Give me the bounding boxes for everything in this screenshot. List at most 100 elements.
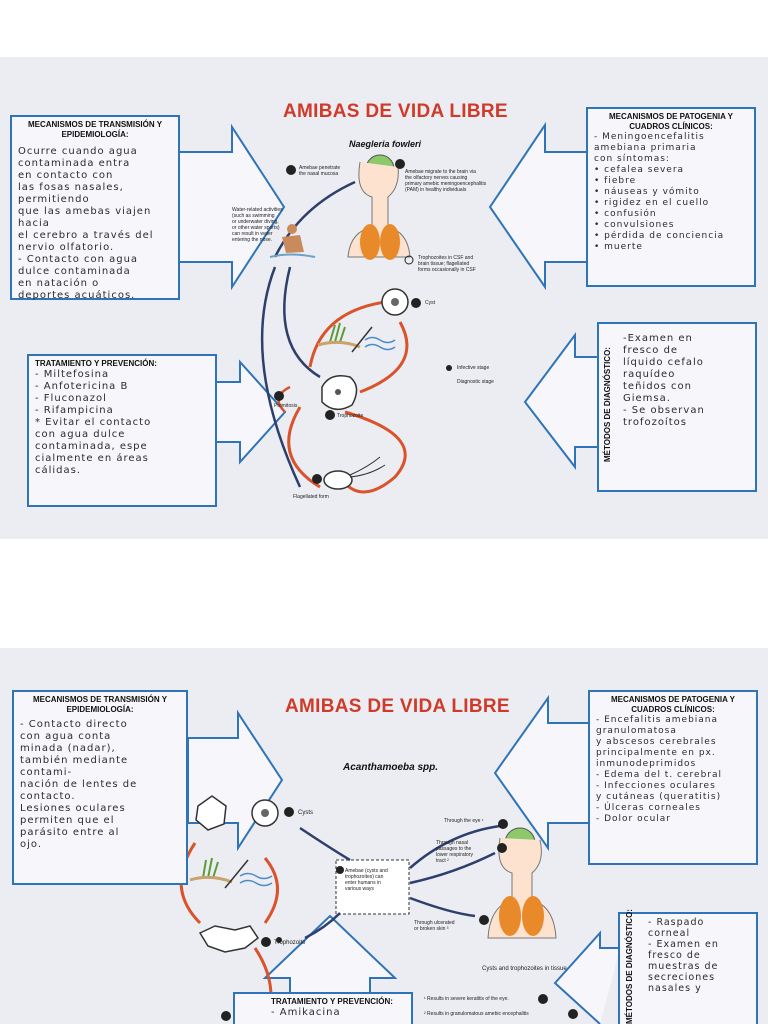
- diagnosis-box: -Examen en fresco de líquido cefalo raqu…: [597, 322, 757, 492]
- biohazard-icon: [446, 365, 452, 371]
- plant-icon: [202, 857, 219, 879]
- page2-diagram: [179, 694, 620, 1024]
- badge-8: [538, 994, 548, 1004]
- flagellated-form-label: Flagellated form: [293, 494, 329, 500]
- water-icon: [364, 336, 396, 351]
- right-lung-icon: [522, 896, 544, 936]
- trophozoite-label: Trophozoite: [274, 940, 306, 946]
- pathogenesis-text: - Meningoencefalitis amebiana primaria c…: [594, 132, 725, 252]
- nasal-arrow: [273, 180, 356, 258]
- cyst-to-human-arrow: [299, 826, 351, 862]
- diagnostic-stage-icon: [404, 255, 414, 265]
- badge-4: [274, 391, 284, 401]
- transmission-text: Ocurre cuando agua contaminada entra en …: [18, 146, 154, 301]
- cycle-arrow-top: [308, 300, 386, 368]
- diagnosis-arrow: [523, 331, 601, 470]
- treatment-heading: TRATAMIENTO Y PREVENCIÓN:: [35, 359, 157, 368]
- badge-3: [312, 474, 322, 484]
- left-box-arrow: [187, 709, 284, 852]
- diagnosis-box: - Raspado corneal - Examen en fresco de …: [618, 912, 758, 1024]
- cycle-arrow-right: [359, 321, 409, 394]
- nasal-arrow: [409, 851, 496, 885]
- page-acanthamoeba: AMIBAS DE VIDA LIBRE Acanthamoeba spp. M…: [0, 648, 768, 1024]
- cyst-icon-1: [195, 795, 227, 831]
- flagellated-form-icon: [323, 470, 353, 490]
- treatment-text: - Amikacina: [271, 1007, 341, 1018]
- eye-arrow: [409, 824, 501, 869]
- swimmer-icon: [287, 224, 297, 234]
- treatment-heading: TRATAMIENTO Y PREVENCIÓN:: [271, 997, 393, 1006]
- treatment-box: TRATAMIENTO Y PREVENCIÓN: - Amikacina: [233, 992, 413, 1024]
- page-title: AMIBAS DE VIDA LIBRE: [283, 101, 508, 122]
- transmission-heading: MECANISMOS DE TRANSMISIÓN Y EPIDEMIOLOGÍ…: [32, 695, 168, 714]
- right-box-arrow: [493, 694, 591, 852]
- treatment-text: - Miltefosina - Anfotericina B - Flucona…: [35, 369, 152, 476]
- diagnosis-text: -Examen en fresco de líquido cefalo raqu…: [623, 333, 705, 428]
- result-keratitis: ¹ Results in severe keratitis of the eye…: [424, 996, 509, 1002]
- badge-5: [286, 165, 296, 175]
- trophozoites-csf-text: Trophozoites in CSF and brain tissue; fl…: [418, 255, 476, 273]
- species-name: Naegleria fowleri: [349, 139, 422, 149]
- badge-7: [479, 915, 489, 925]
- cycle-arrow-bottom: [338, 410, 407, 494]
- left-lung-icon: [360, 224, 380, 260]
- pathogenesis-box: MECANISMOS DE PATOGENIA Y CUADROS CLÍNIC…: [586, 107, 756, 287]
- left-box-arrow: [177, 123, 286, 291]
- cyst-label: Cyst: [425, 300, 435, 306]
- page-title: AMIBAS DE VIDA LIBRE: [285, 696, 510, 717]
- diagnosis-heading: MÉTODOS DE DIAGNÓSTICO:: [603, 347, 612, 462]
- step5-text: Amebae penetrate the nasal mucosa: [299, 165, 341, 177]
- page-naegleria: AMIBAS DE VIDA LIBRE Naegleria fowleri M…: [0, 57, 768, 539]
- diagnostic-stage-label: Diagnostic stage: [457, 379, 494, 385]
- pathogenesis-box: MECANISMOS DE PATOGENIA Y CUADROS CLÍNIC…: [588, 690, 758, 865]
- pathogenesis-heading: MECANISMOS DE PATOGENIA Y CUADROS CLÍNIC…: [610, 695, 735, 714]
- badge-3: [221, 1011, 231, 1021]
- skin-arrow: [409, 896, 476, 918]
- plant-icon: [329, 322, 346, 343]
- biohazard-icon: [276, 937, 282, 943]
- return-arrow-2: [283, 266, 321, 379]
- cycle-arrow-left: [287, 406, 321, 489]
- through-nasal-label: Through nasal passages to the lower resp…: [436, 840, 473, 864]
- left-lung-icon: [499, 896, 521, 936]
- pathogenesis-heading: MECANISMOS DE PATOGENIA Y CUADROS CLÍNIC…: [608, 112, 733, 131]
- through-skin-label: Through ulcerated or broken skin ³: [414, 920, 455, 932]
- right-box-arrow: [488, 121, 591, 291]
- badge-6: [395, 159, 405, 169]
- transmission-text: - Contacto directo con agua conta minada…: [20, 719, 138, 850]
- pathogenesis-text: - Encefalitis amebiana granulomatosa y a…: [596, 715, 723, 824]
- result-encephalitis: ² Results in granulomatous amebic enceph…: [424, 1011, 529, 1017]
- right-lung-icon: [380, 224, 400, 260]
- treatment-arrow: [214, 359, 287, 465]
- badge-4: [336, 866, 344, 874]
- through-eye-label: Through the eye ¹: [444, 818, 484, 824]
- diagnosis-text: - Raspado corneal - Examen en fresco de …: [648, 917, 719, 994]
- species-name: Acanthamoeba spp.: [343, 762, 439, 773]
- badge-2: [261, 937, 271, 947]
- tissue-label: Cysts and trophozoites in tissue: [482, 966, 567, 972]
- transmission-box: MECANISMOS DE TRANSMISIÓN Y EPIDEMIOLOGÍ…: [10, 115, 180, 301]
- transmission-box: MECANISMOS DE TRANSMISIÓN Y EPIDEMIOLOGÍ…: [12, 690, 188, 885]
- badge-2: [325, 410, 335, 420]
- transmission-heading: MECANISMOS DE TRANSMISIÓN Y EPIDEMIOLOGÍ…: [27, 120, 163, 139]
- trophozoite-icon: [198, 925, 260, 953]
- trophozoite-label: Trophozoite: [337, 413, 364, 419]
- water-icon: [239, 872, 273, 887]
- water-activities-text: Water-related activities (such as swimmi…: [232, 207, 283, 243]
- step6-text: Amebae migrate to the brain via the olfa…: [405, 169, 487, 193]
- infective-stage-label: Infective stage: [457, 365, 490, 371]
- tropho-to-human-arrow: [304, 912, 341, 940]
- treatment-box: TRATAMIENTO Y PREVENCIÓN: - Miltefosina …: [27, 354, 217, 507]
- page1-diagram: [177, 121, 601, 494]
- return-arrow-1: [260, 266, 302, 488]
- cycle-arrow-left: [179, 842, 202, 925]
- badge-1: [411, 298, 421, 308]
- badge-5: [498, 819, 508, 829]
- amebae-entry-text: Amebae (cysts and trophozoites) can ente…: [345, 868, 388, 892]
- promitosis-label: Promitosis: [274, 403, 298, 409]
- human-silhouette: [487, 837, 557, 939]
- entry-dashed-box: [335, 859, 410, 915]
- badge-9: [568, 1009, 578, 1019]
- treatment-arrow: [262, 914, 398, 993]
- diagnosis-arrow: [553, 930, 620, 1024]
